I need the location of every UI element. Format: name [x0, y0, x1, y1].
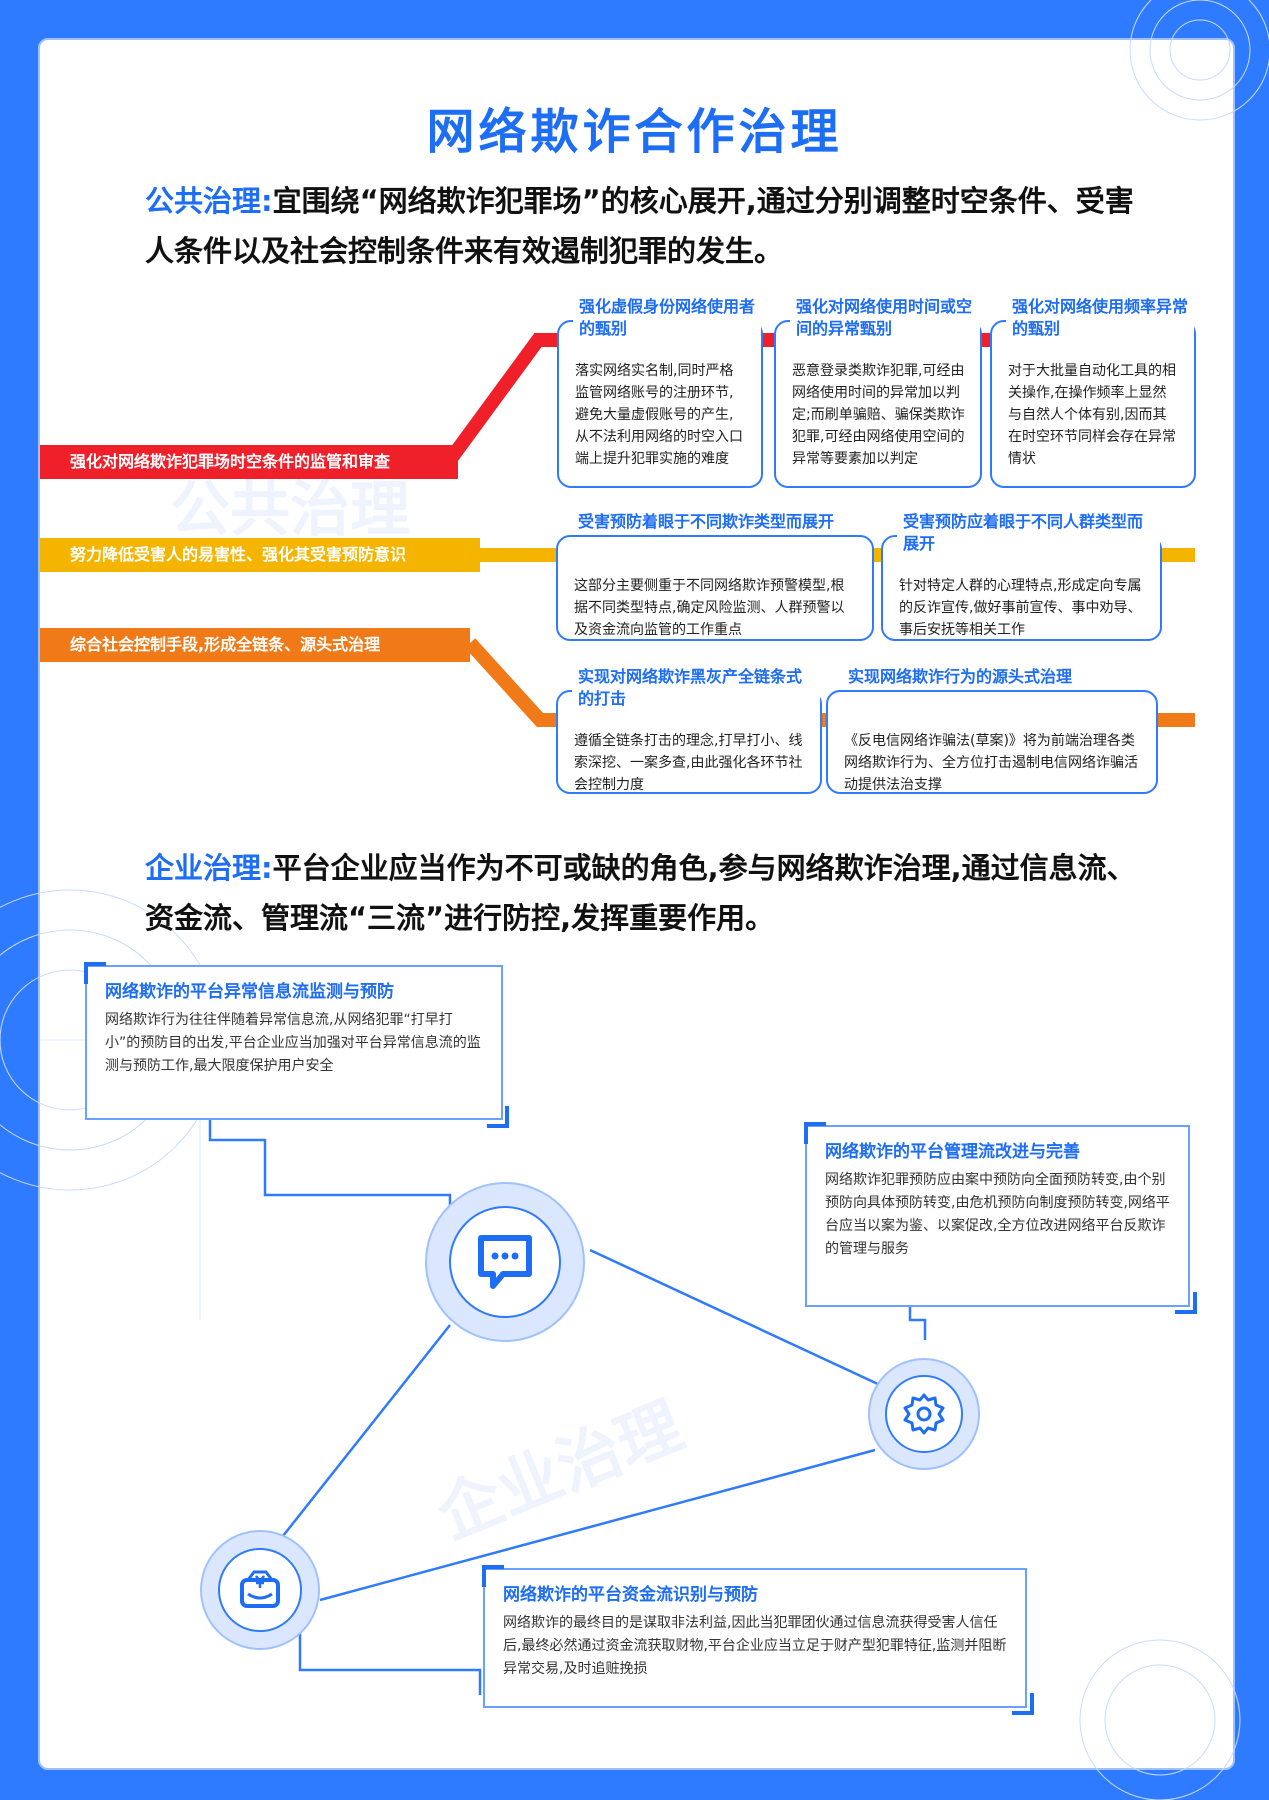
box-body: 网络欺诈的最终目的是谋取非法利益,因此当犯罪团伙通过信息流获得受害人信任后,最终…: [503, 1615, 1007, 1677]
card-title: 受害预防着眼于不同欺诈类型而展开: [572, 511, 841, 533]
corner-decor: [84, 962, 106, 984]
node-chat: [425, 1182, 585, 1342]
corner-decor: [1012, 1693, 1034, 1715]
box-title: 网络欺诈的平台资金流识别与预防: [503, 1585, 758, 1605]
card-source: 实现网络欺诈行为的源头式治理 《反电信网络诈骗法(草案)》将为前端治理各类网络欺…: [826, 666, 1158, 794]
card-body: 《反电信网络诈骗法(草案)》将为前端治理各类网络欺诈行为、全方位打击遏制电信网络…: [844, 733, 1138, 793]
corner-decor: [1175, 1292, 1197, 1314]
box-manage-flow: 网络欺诈的平台管理流改进与完善 网络欺诈犯罪预防应由案中预防向全面预防转变,由个…: [805, 1125, 1190, 1307]
band-control: 综合社会控制手段,形成全链条、源头式治理: [40, 628, 470, 662]
box-body: 网络欺诈犯罪预防应由案中预防向全面预防转变,由个别预防向具体预防转变,由危机预防…: [825, 1172, 1170, 1257]
band-spacetime: 强化对网络欺诈犯罪场时空条件的监管和审查: [40, 445, 458, 479]
band-victim: 努力降低受害人的易害性、强化其受害预防意识: [40, 538, 480, 572]
card-title: 强化对网络使用时间或空间的异常甄别: [790, 296, 980, 340]
card-fraud-type: 受害预防着眼于不同欺诈类型而展开 这部分主要侧重于不同网络欺诈预警模型,根据不同…: [556, 511, 874, 641]
public-label: 公共治理:: [145, 184, 273, 218]
card-frequency: 强化对网络使用频率异常的甄别 对于大批量自动化工具的相关操作,在操作频率上显然与…: [990, 296, 1196, 488]
card-body: 恶意登录类欺诈犯罪,可经由网络使用时间的异常加以判定;而刷单骗赔、骗保类欺诈犯罪…: [792, 363, 965, 467]
box-title: 网络欺诈的平台异常信息流监测与预防: [105, 982, 394, 1002]
card-body: 针对特定人群的心理特点,形成定向专属的反诈宣传,做好事前宣传、事中劝导、事后安抚…: [899, 578, 1142, 638]
node-wallet: [200, 1530, 320, 1650]
public-watermark: 公共治理: [170, 475, 410, 545]
card-body: 落实网络实名制,同时严格监管网络账号的注册环节,避免大量虚假账号的产生,从不法利…: [575, 363, 743, 467]
card-body: 对于大批量自动化工具的相关操作,在操作频率上显然与自然人个体有别,因而其在时空环…: [1008, 363, 1176, 467]
box-fund-flow: 网络欺诈的平台资金流识别与预防 网络欺诈的最终目的是谋取非法利益,因此当犯罪团伙…: [483, 1568, 1027, 1708]
public-intro: 公共治理:宜围绕“网络欺诈犯罪场”的核心展开,通过分别调整时空条件、受害人条件以…: [145, 176, 1155, 276]
wallet-yuan-icon: [218, 1548, 302, 1632]
chat-icon: [448, 1205, 562, 1319]
card-title: 强化虚假身份网络使用者的甄别: [573, 296, 761, 340]
enterprise-intro: 企业治理:平台企业应当作为不可或缺的角色,参与网络欺诈治理,通过信息流、资金流、…: [145, 843, 1155, 943]
card-title: 强化对网络使用频率异常的甄别: [1006, 296, 1194, 340]
corner-decor: [487, 1106, 509, 1128]
card-identity: 强化虚假身份网络使用者的甄别 落实网络实名制,同时严格监管网络账号的注册环节,避…: [557, 296, 763, 488]
public-text: 宜围绕“网络欺诈犯罪场”的核心展开,通过分别调整时空条件、受害人条件以及社会控制…: [145, 184, 1134, 268]
node-gear: [868, 1358, 980, 1470]
corner-decor: [482, 1565, 504, 1587]
card-body: 遵循全链条打击的理念,打早打小、线索深挖、一案多查,由此强化各环节社会控制力度: [574, 733, 803, 793]
card-title: 受害预防应着眼于不同人群类型而展开: [897, 511, 1160, 555]
page-title: 网络欺诈合作治理: [426, 104, 843, 160]
box-body: 网络欺诈行为往往伴随着异常信息流,从网络犯罪“打早打小”的预防目的出发,平台企业…: [105, 1012, 481, 1074]
box-info-flow: 网络欺诈的平台异常信息流监测与预防 网络欺诈行为往往伴随着异常信息流,从网络犯罪…: [85, 965, 503, 1120]
card-full-chain: 实现对网络欺诈黑灰产全链条式的打击 遵循全链条打击的理念,打早打小、线索深挖、一…: [556, 666, 822, 794]
card-body: 这部分主要侧重于不同网络欺诈预警模型,根据不同类型特点,确定风险监测、人群预警以…: [574, 578, 845, 638]
corner-decor: [804, 1122, 826, 1144]
card-time-space: 强化对网络使用时间或空间的异常甄别 恶意登录类欺诈犯罪,可经由网络使用时间的异常…: [774, 296, 982, 488]
enterprise-text: 平台企业应当作为不可或缺的角色,参与网络欺诈治理,通过信息流、资金流、管理流“三…: [145, 851, 1136, 935]
box-title: 网络欺诈的平台管理流改进与完善: [825, 1142, 1080, 1162]
card-title: 实现网络欺诈行为的源头式治理: [842, 666, 1079, 688]
card-crowd-type: 受害预防应着眼于不同人群类型而展开 针对特定人群的心理特点,形成定向专属的反诈宣…: [881, 511, 1162, 641]
enterprise-label: 企业治理:: [145, 851, 273, 885]
gear-icon: [885, 1375, 963, 1453]
card-title: 实现对网络欺诈黑灰产全链条式的打击: [572, 666, 820, 710]
